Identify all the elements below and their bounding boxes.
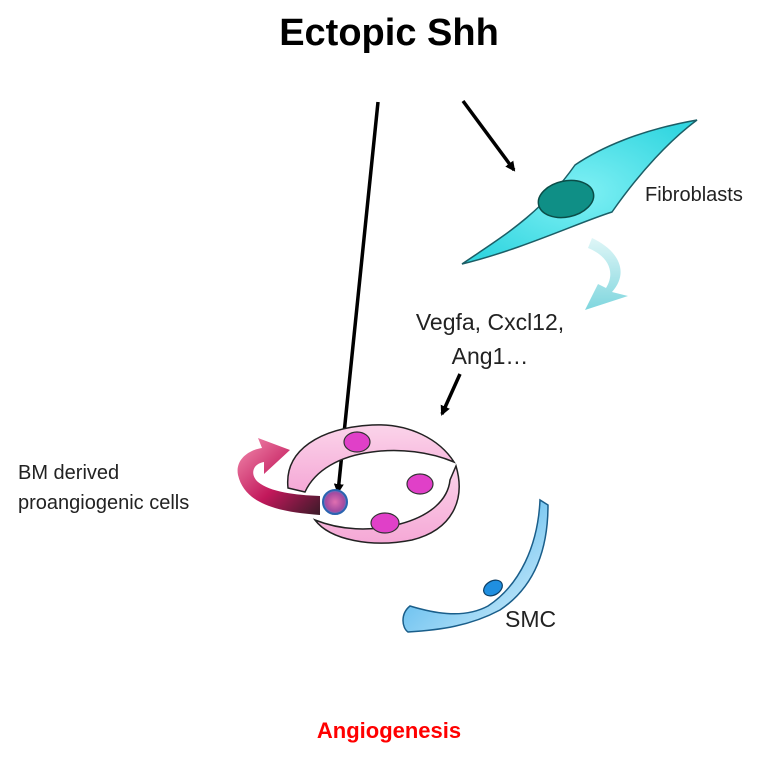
secretion-arrow [585, 238, 628, 310]
fibroblasts-label: Fibroblasts [645, 184, 743, 206]
arrow-shh-to-fibroblast [461, 99, 516, 172]
factors-line-1: Vegfa, Cxcl12, [415, 309, 565, 335]
smc-label: SMC [505, 606, 557, 632]
bm-derived-cell [322, 489, 348, 515]
bm-label-line-2: proangiogenic cells [18, 492, 190, 514]
vessel-nucleus-top [343, 431, 371, 453]
vessel-nucleus-right [406, 473, 434, 495]
endothelial-cell-top [287, 424, 456, 493]
arrow-shh-to-bm-cell [333, 101, 380, 494]
factors-line-2: Ang1… [451, 343, 529, 369]
bm-cells-label: BM derived proangiogenic cells [18, 458, 189, 518]
smc-nucleus [483, 579, 503, 597]
bm-label-line-1: BM derived [18, 462, 120, 484]
outcome-label: Angiogenesis [316, 718, 462, 743]
fibroblast-nucleus [537, 179, 595, 219]
vessel-nucleus-bottom [370, 512, 400, 534]
endothelial-cell-bottom [312, 463, 460, 544]
arrow-factors-to-vessel [440, 373, 462, 416]
fibroblast-cell [461, 119, 698, 265]
diagram-title: Ectopic Shh [279, 12, 499, 54]
bm-migration-arrow [237, 438, 320, 515]
blood-vessel [287, 424, 460, 544]
smooth-muscle-cell [402, 498, 549, 633]
secreted-factors-label: Vegfa, Cxcl12, Ang1… [395, 305, 585, 373]
